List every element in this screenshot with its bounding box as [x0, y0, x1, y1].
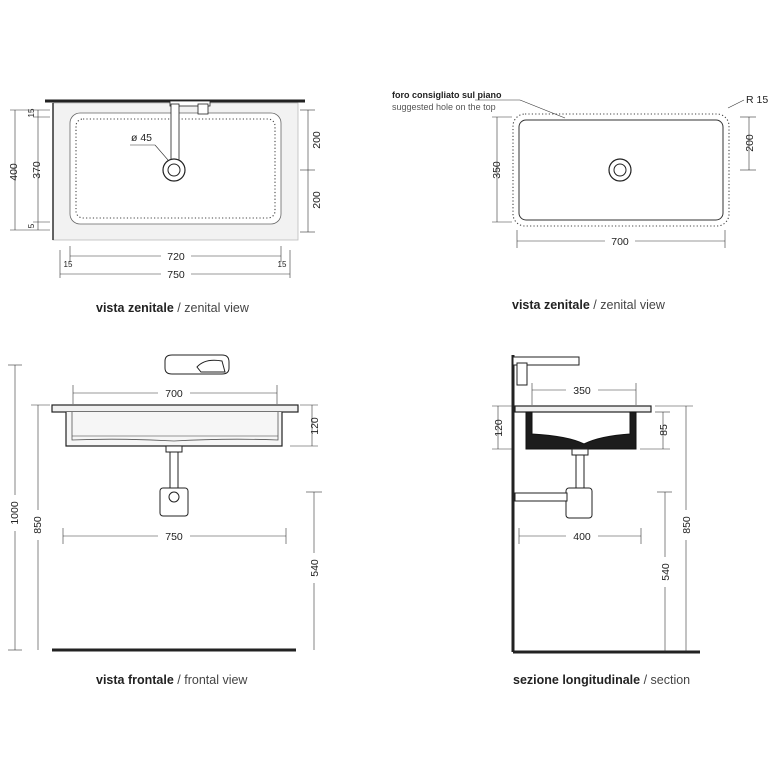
- dim-200: 200: [744, 134, 756, 152]
- dim-15-left: 15: [64, 260, 73, 269]
- dim-540: 540: [309, 559, 321, 577]
- dim-120: 120: [309, 417, 321, 435]
- drain-hole-icon: [608, 158, 632, 182]
- bottom-left-frontal-view: 700 120 1000 850 750 540 vista frontale …: [6, 354, 322, 687]
- dim-15-top: 15: [27, 108, 36, 117]
- dim-400: 400: [573, 531, 591, 543]
- dim-200-lower: 200: [311, 191, 323, 209]
- note-suggested-hole-en: suggested hole on the top: [392, 102, 496, 112]
- drain-hole-icon: [162, 158, 186, 182]
- faucet-icon: [169, 100, 211, 168]
- dim-720: 720: [167, 251, 185, 263]
- counter: [51, 404, 299, 413]
- caption-bottom-right: sezione longitudinale / section: [513, 673, 690, 687]
- top-left-zenital-view: ø 45 400 370 15 5 200 200 720 750 15 15: [8, 99, 323, 315]
- siphon-icon: [159, 445, 189, 517]
- caption-bottom-left: vista frontale / frontal view: [96, 673, 248, 687]
- dim-700: 700: [611, 236, 629, 248]
- dim-5: 5: [27, 223, 36, 228]
- dim-540: 540: [660, 563, 672, 581]
- dim-350: 350: [491, 161, 503, 179]
- top-right-zenital-view: foro consigliato sul piano suggested hol…: [392, 90, 768, 312]
- dim-750: 750: [165, 531, 183, 543]
- siphon-icon: [514, 448, 593, 519]
- dim-700: 700: [165, 388, 183, 400]
- bottom-right-section-view: 350 120 85 850 400 540 sezione longitudi…: [492, 355, 700, 687]
- dim-850: 850: [681, 516, 693, 534]
- caption-top-right: vista zenitale / zenital view: [512, 298, 666, 312]
- dim-850: 850: [32, 516, 44, 534]
- dim-120: 120: [493, 419, 505, 437]
- dim-750: 750: [167, 269, 185, 281]
- dim-85: 85: [658, 424, 670, 436]
- dim-1000: 1000: [9, 501, 21, 525]
- caption-top-left: vista zenitale / zenital view: [96, 301, 250, 315]
- basin-section: [525, 411, 637, 450]
- dim-15-right: 15: [278, 260, 287, 269]
- suggested-hole-outline: [512, 113, 730, 227]
- dim-200-upper: 200: [311, 131, 323, 149]
- faucet-icon: [512, 356, 580, 386]
- note-suggested-hole-it: foro consigliato sul piano: [392, 90, 502, 100]
- radius-label: R 15: [746, 94, 768, 106]
- faucet-icon: [164, 354, 230, 375]
- dim-350: 350: [573, 385, 591, 397]
- dim-370: 370: [31, 161, 43, 179]
- dim-400: 400: [8, 163, 20, 181]
- dim-hole-diameter: ø 45: [131, 132, 152, 144]
- counter: [514, 405, 652, 413]
